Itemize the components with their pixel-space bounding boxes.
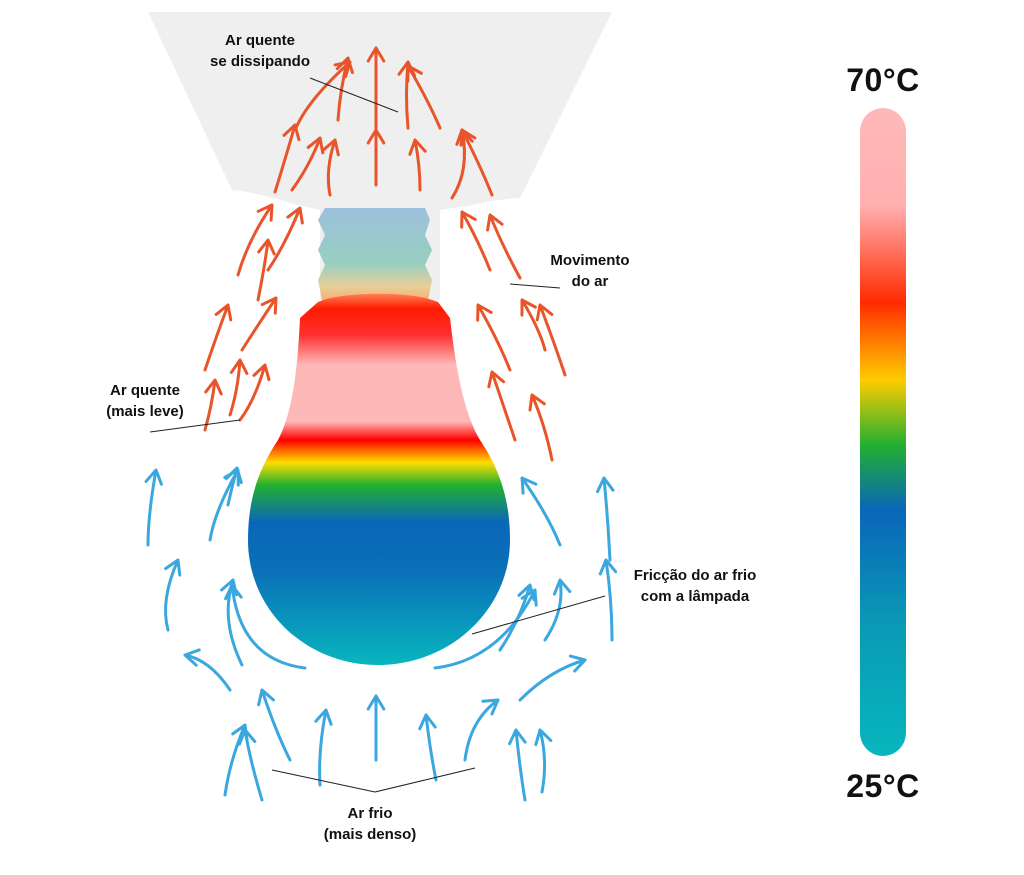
label-hot-air-lighter: Ar quente (mais leve) <box>106 382 184 420</box>
scale-max-label: 70°C <box>846 62 920 98</box>
hot-air-arrow-icon <box>528 393 554 462</box>
cold-air-arrow-icon <box>463 698 500 762</box>
exhaust-region <box>148 12 612 300</box>
label-air-movement: Movimento do ar <box>550 252 630 290</box>
cold-air-arrow-icon <box>595 476 615 562</box>
cold-air-arrow-icon <box>314 708 333 787</box>
cold-air-arrow-icon <box>543 578 572 642</box>
cold-air-arrow-icon <box>598 558 618 642</box>
hot-air-arrow-icon <box>460 210 492 272</box>
cold-air-arrow-icon <box>534 728 553 794</box>
hot-air-arrow-icon <box>273 123 301 194</box>
hot-air-arrow-icon <box>236 203 274 277</box>
cold-air-arrow-icon <box>520 476 562 547</box>
hot-air-arrow-icon <box>266 206 304 272</box>
hot-air-arrow-icon <box>290 136 325 192</box>
cold-air-arrow-icon <box>366 694 386 762</box>
bulb-body <box>248 293 510 665</box>
cold-air-arrow-icon <box>237 728 264 802</box>
label-hot-air-dissipating: Ar quente se dissipando <box>209 32 311 70</box>
hot-air-arrow-icon <box>228 358 249 417</box>
scale-min-label: 25°C <box>846 768 920 804</box>
hot-air-arrow-icon <box>256 238 276 302</box>
hot-air-arrow-icon <box>486 213 522 280</box>
cold-air-arrow-icon <box>144 468 163 547</box>
bulb-base <box>318 208 432 300</box>
cold-air-arrow-icon <box>257 688 292 762</box>
cold-air-arrow-icon <box>224 583 307 670</box>
leader-lines <box>149 77 606 793</box>
hot-air-arrow-icon <box>203 378 223 432</box>
cold-air-arrow-icon <box>418 713 438 782</box>
cold-air-arrow-icon <box>508 728 527 802</box>
label-cold-air-friction: Fricção do ar frio com a lâmpada <box>633 567 757 605</box>
temperature-scale-bar <box>860 108 906 756</box>
hot-air-arrow-icon <box>294 60 352 130</box>
hot-air-arrow-icon <box>476 303 512 372</box>
hot-air-arrow-icon <box>238 363 271 422</box>
hot-air-arrow-icon <box>535 303 567 377</box>
hot-air-arrow-icon <box>203 303 233 372</box>
label-cold-air-denser: Ar frio (mais denso) <box>323 805 417 843</box>
cold-air-arrow-icon <box>183 648 232 692</box>
cold-air-arrow-icon <box>433 588 538 670</box>
cold-air-arrow-icon <box>518 654 587 702</box>
hot-air-arrow-icon <box>366 128 386 182</box>
hot-air-arrow-icon <box>487 370 517 442</box>
hot-air-arrow-icon <box>321 138 340 197</box>
hot-air-arrow-icon <box>408 138 427 192</box>
hot-air-arrow-icon <box>459 128 494 197</box>
cold-air-arrow-icon <box>224 466 243 507</box>
hot-air-arrow-icon <box>520 298 547 352</box>
cold-air-arrow-icon <box>164 558 182 632</box>
hot-air-arrow-icon <box>240 296 278 352</box>
hot-air-arrow-icon <box>406 64 442 130</box>
